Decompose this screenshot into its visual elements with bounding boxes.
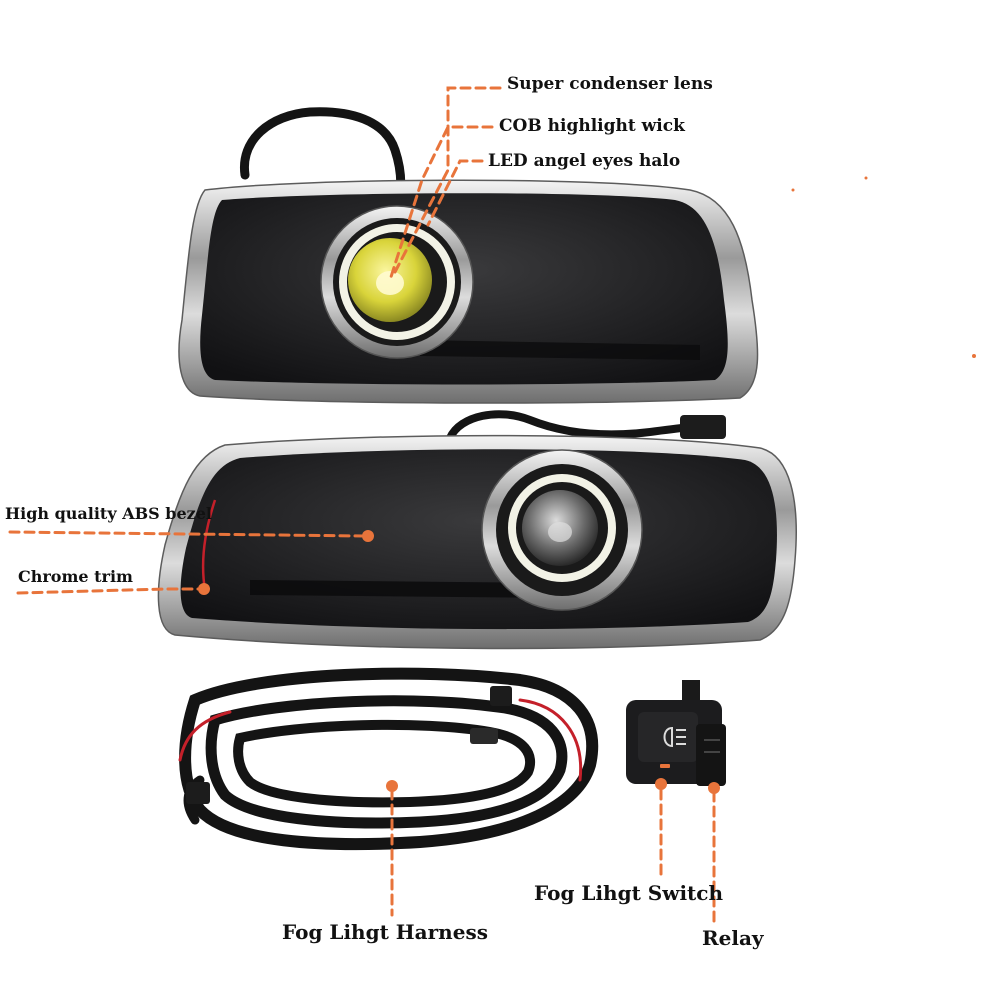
fog-light-icon xyxy=(663,726,686,748)
callout-lines xyxy=(8,86,716,924)
harness-connector-mid xyxy=(470,728,498,744)
callout-dot-bezel xyxy=(362,530,374,542)
top-lamp-slot xyxy=(420,340,700,360)
bottom-lamp-red-wire xyxy=(201,499,217,591)
callout-dot-relay xyxy=(708,782,720,794)
bottom-lamp-angel-eye-halo xyxy=(508,474,616,582)
relay xyxy=(696,724,726,786)
bottom-lamp-cable xyxy=(446,410,724,442)
label-relay: Relay xyxy=(702,926,764,950)
harness-red-wire xyxy=(178,698,583,782)
callout-dot-switch xyxy=(655,778,667,790)
label-super-condenser-lens: Super condenser lens xyxy=(507,74,713,94)
relay-body xyxy=(696,724,726,786)
label-fog-light-harness: Fog Lihgt Harness xyxy=(282,920,488,944)
fog-lamp-bottom xyxy=(157,410,797,650)
callout-line-chrome xyxy=(16,587,204,595)
bottom-lamp-slot xyxy=(250,580,560,598)
label-led-angel-eyes-halo: LED angel eyes halo xyxy=(488,151,681,171)
callout-dots xyxy=(198,176,976,794)
bottom-lamp-connector xyxy=(680,415,726,439)
label-chrome-trim: Chrome trim xyxy=(18,567,133,586)
label-cob-highlight-wick: COB highlight wick xyxy=(499,116,685,136)
stray-mark-2 xyxy=(864,176,868,180)
stray-mark-1 xyxy=(972,354,976,358)
harness-connector-left xyxy=(186,782,210,804)
callout-line-cob xyxy=(388,125,494,282)
top-lamp-cable xyxy=(239,107,406,200)
switch-indicator-led xyxy=(660,764,670,768)
fog-lamp-top xyxy=(178,107,759,404)
harness-loop-inner-1 xyxy=(205,695,568,829)
top-lamp-angel-eye-halo xyxy=(339,224,455,340)
callout-dot-chrome xyxy=(198,583,210,595)
switch-face xyxy=(638,712,698,762)
callout-line-halo xyxy=(426,159,484,227)
stray-mark-3 xyxy=(791,188,795,192)
label-fog-light-switch: Fog Lihgt Switch xyxy=(534,881,723,905)
harness-loop-outer xyxy=(179,667,599,851)
callout-dot-harness xyxy=(386,780,398,792)
switch-bracket xyxy=(682,680,700,705)
callout-line-bezel xyxy=(8,530,367,538)
top-lamp-cob-wick xyxy=(376,271,404,295)
bottom-lamp-cob-wick xyxy=(548,522,572,542)
fog-light-harness xyxy=(178,667,599,851)
label-abs-bezel: High quality ABS bezel xyxy=(5,504,212,523)
harness-loop-inner-2 xyxy=(233,719,536,808)
harness-connector-top xyxy=(490,686,512,706)
bottom-lamp-abs-housing xyxy=(180,449,777,630)
